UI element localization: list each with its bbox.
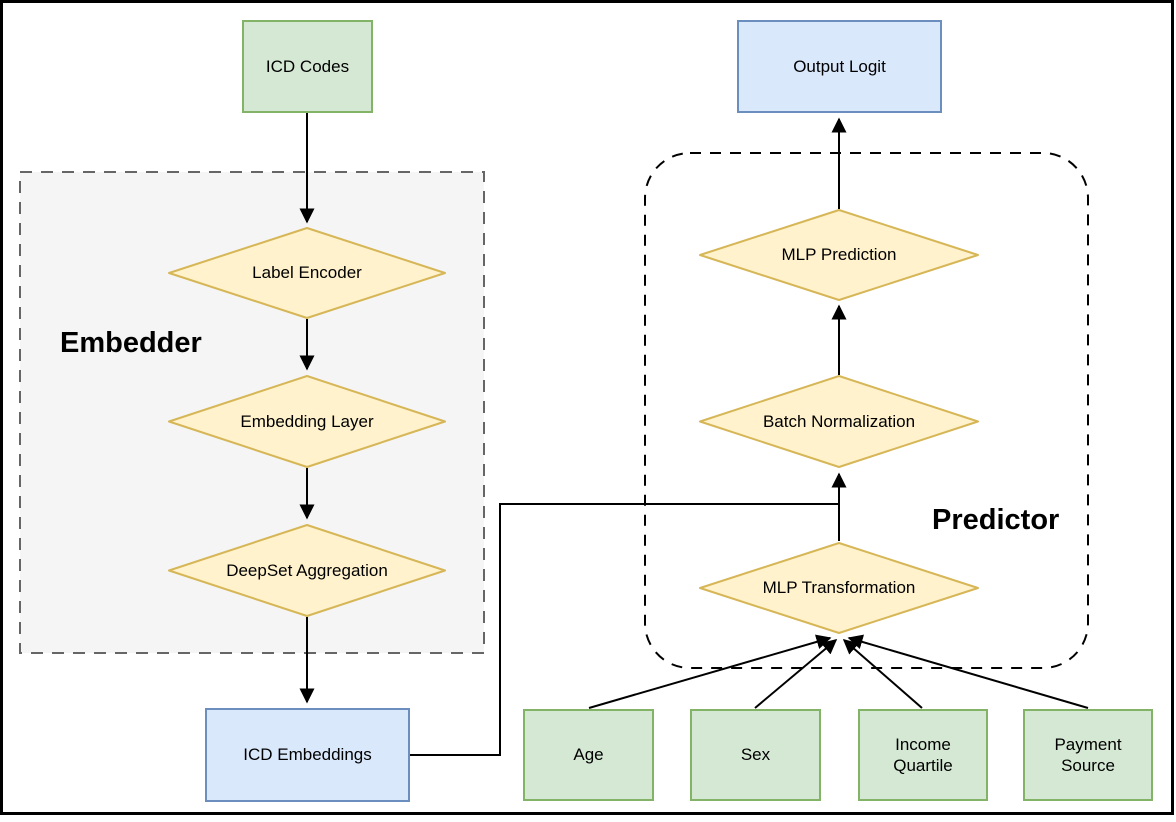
node-sex-label: Sex (740, 745, 771, 765)
node-label-encoder-label: Label Encoder (252, 263, 362, 283)
node-age-label: Age (573, 745, 604, 765)
edge-payment-source-to-mlp-transformation (847, 634, 1089, 709)
node-label-encoder: Label Encoder (167, 227, 447, 319)
node-payment-source: Payment Source (1023, 709, 1153, 801)
node-icd-embeddings-label: ICD Embeddings (243, 745, 372, 765)
node-age: Age (523, 709, 654, 801)
edge-income-quartile-to-mlp-transformation (842, 639, 923, 709)
edge-sex-to-mlp-transformation (754, 639, 838, 709)
node-icd-codes: ICD Codes (242, 20, 373, 113)
node-mlp-transformation-label: MLP Transformation (762, 578, 916, 598)
embedder-region-label: Embedder (60, 327, 202, 359)
node-icd-embeddings: ICD Embeddings (205, 708, 410, 802)
node-batch-normalization: Batch Normalization (698, 375, 980, 468)
node-income-quartile-label: Income Quartile (893, 734, 953, 775)
node-mlp-transformation: MLP Transformation (698, 542, 980, 634)
predictor-region-label: Predictor (932, 504, 1060, 536)
node-mlp-transformation-shape (699, 542, 979, 634)
node-embedding-layer: Embedding Layer (167, 375, 447, 468)
node-output-logit: Output Logit (737, 20, 942, 113)
node-batch-normalization-label: Batch Normalization (762, 411, 916, 431)
node-embedding-layer-label: Embedding Layer (240, 411, 374, 431)
edge-icd-embeddings-to-batch-normalization (410, 503, 838, 756)
node-deepset-aggregation-shape (168, 524, 446, 617)
node-income-quartile: Income Quartile (858, 709, 988, 801)
node-embedding-layer-shape (168, 375, 446, 468)
node-mlp-prediction-label: MLP Prediction (781, 245, 897, 265)
node-icd-codes-label: ICD Codes (265, 56, 350, 76)
node-batch-normalization-shape (699, 375, 979, 468)
node-label-encoder-shape (168, 227, 446, 319)
node-deepset-aggregation: DeepSet Aggregation (167, 524, 447, 617)
node-sex: Sex (690, 709, 821, 801)
edge-age-to-mlp-transformation (588, 634, 832, 709)
node-deepset-aggregation-label: DeepSet Aggregation (226, 560, 388, 580)
node-mlp-prediction: MLP Prediction (698, 209, 980, 301)
node-mlp-prediction-shape (699, 209, 979, 301)
node-output-logit-label: Output Logit (793, 56, 886, 76)
node-payment-source-label: Payment Source (1054, 734, 1122, 775)
